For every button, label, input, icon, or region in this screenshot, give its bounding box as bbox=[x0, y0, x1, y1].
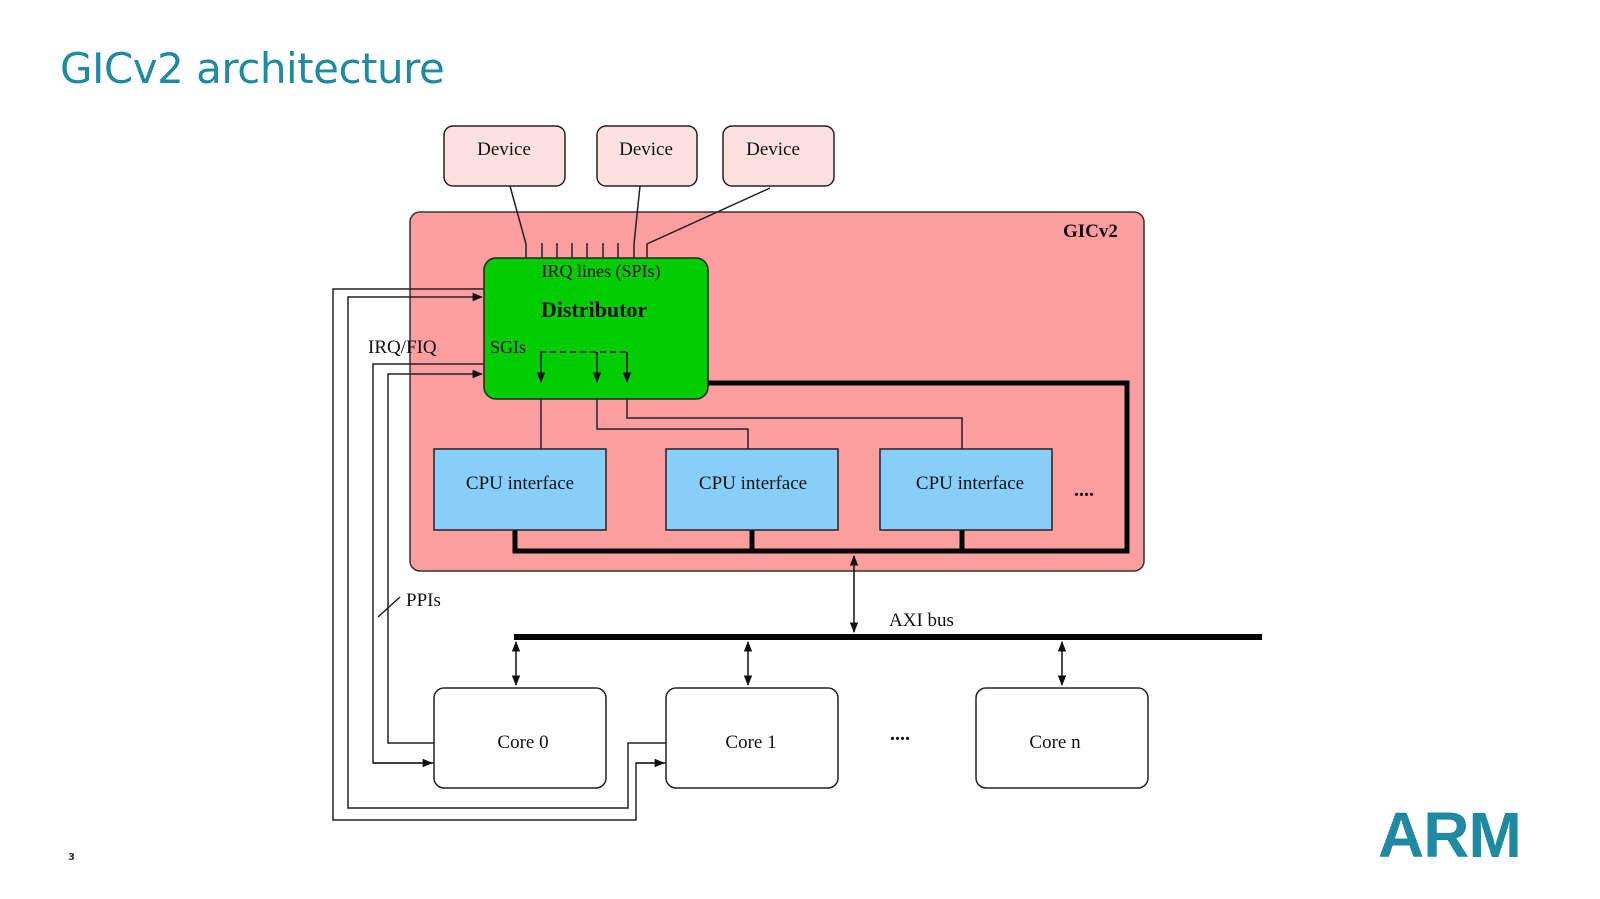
device-label: Device bbox=[746, 139, 800, 160]
axi-core-links bbox=[511, 640, 1067, 687]
cpu-interface-1[interactable]: CPU interface bbox=[665, 448, 839, 531]
axi-bus-label: AXI bus bbox=[889, 610, 954, 631]
core-label: Core n bbox=[1029, 732, 1081, 753]
cpu-interface-label: CPU interface bbox=[699, 473, 807, 494]
device-irq-connectors bbox=[509, 185, 771, 258]
device-2[interactable]: Device bbox=[722, 125, 835, 187]
page-number: 3 bbox=[68, 852, 75, 863]
cpu-interface-label: CPU interface bbox=[916, 473, 1024, 494]
irq-line-ticks bbox=[541, 243, 619, 258]
core-n[interactable]: Core n bbox=[975, 687, 1149, 789]
ppis-label: PPIs bbox=[406, 590, 441, 611]
distributor-title: Distributor bbox=[541, 297, 648, 322]
gic-label: GICv2 bbox=[1063, 221, 1118, 242]
cpu-interface-label: CPU interface bbox=[466, 473, 574, 494]
irq-lines-label: IRQ lines (SPIs) bbox=[541, 261, 660, 282]
device-label: Device bbox=[619, 139, 673, 160]
core-1[interactable]: Core 1 bbox=[665, 687, 839, 789]
device-0[interactable]: Device bbox=[443, 125, 566, 187]
cpu-interfaces-ellipsis: .... bbox=[1074, 479, 1094, 501]
core-label: Core 1 bbox=[725, 732, 776, 753]
irq-fiq-wiring bbox=[332, 288, 666, 821]
core-0[interactable]: Core 0 bbox=[433, 687, 607, 789]
sgi-arrows bbox=[536, 351, 632, 384]
sgi-label: SGIs bbox=[490, 337, 526, 357]
irq-fiq-label: IRQ/FIQ bbox=[368, 337, 437, 358]
cores-ellipsis: .... bbox=[890, 723, 910, 745]
arm-logo: ARM bbox=[1378, 799, 1522, 871]
core-label: Core 0 bbox=[497, 732, 548, 753]
distributor[interactable]: IRQ lines (SPIs) Distributor SGIs bbox=[483, 257, 709, 400]
cpu-interface-2[interactable]: CPU interface bbox=[879, 448, 1053, 531]
cpu-interface-0[interactable]: CPU interface bbox=[433, 448, 607, 531]
device-label: Device bbox=[477, 139, 531, 160]
gic-internal-bus bbox=[512, 380, 1130, 554]
device-1[interactable]: Device bbox=[596, 125, 698, 187]
distributor-cpu-links bbox=[540, 399, 963, 449]
slide-title: GICv2 architecture bbox=[60, 44, 445, 93]
